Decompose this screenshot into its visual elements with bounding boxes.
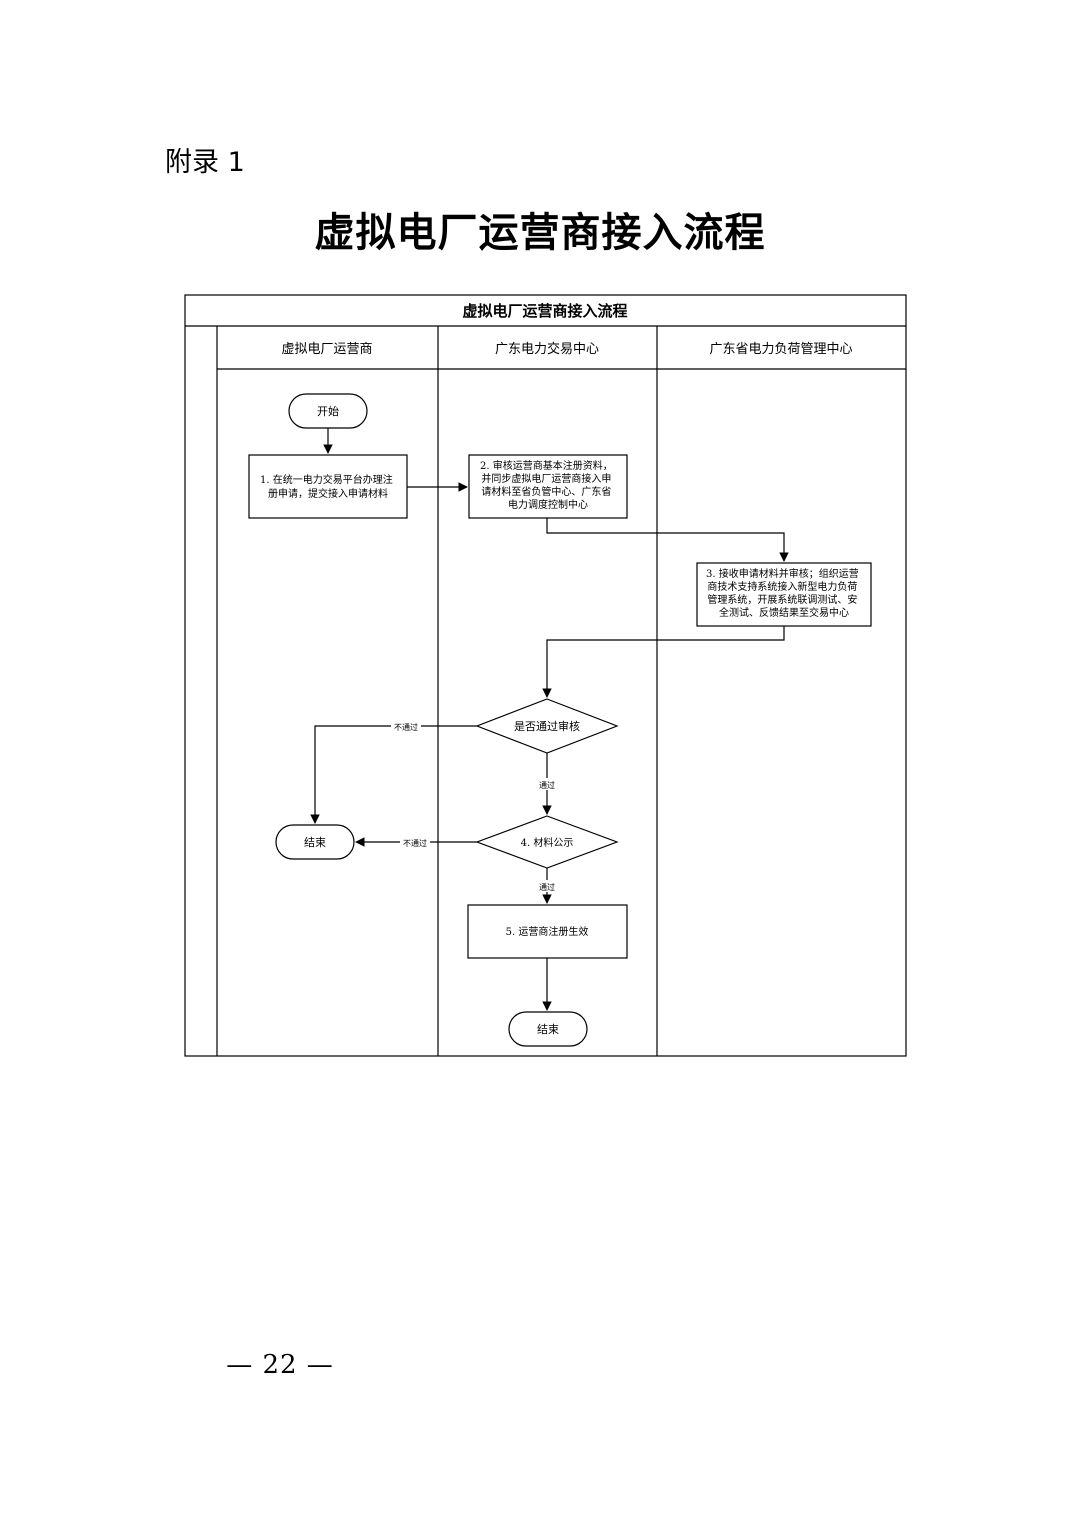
step3-line: 商技术支持系统接入新型电力负荷 [707, 580, 857, 593]
end-terminator-left [275, 824, 355, 860]
lane-title-load-management-center: 广东省电力负荷管理中心 [709, 342, 852, 357]
step3-line: 3. 接收申请材料并审核；组织运营 [706, 567, 859, 580]
step3-line: 管理系统，开展系统联调测试、安 [707, 593, 857, 606]
step3-line: 全测试、反馈结果至交易中心 [719, 606, 849, 619]
decision-publicity-label: 4. 材料公示 [521, 836, 574, 849]
step5-label: 5. 运营商注册生效 [506, 925, 589, 938]
step3-text: 3. 接收申请材料并审核；组织运营 商技术支持系统接入新型电力负荷 管理系统，开… [706, 567, 862, 619]
edge-label-pass-1: 通过 [539, 780, 555, 790]
diagram-frame [184, 294, 907, 1057]
lane-title-trading-center: 广东电力交易中心 [495, 341, 599, 357]
step2-text: 2. 审核运营商基本注册资料， 并同步虚拟电厂运营商接入申 请材料至省负管中心、… [480, 459, 616, 511]
page-number: — 22 — [226, 1350, 334, 1380]
appendix-label: 附录 1 [165, 147, 245, 178]
step2-box [468, 454, 628, 519]
end-left-label: 结束 [304, 836, 326, 849]
edge-label-fail-1: 不通过 [394, 722, 418, 732]
end-terminator-bottom [508, 1011, 588, 1047]
step3-box [696, 562, 872, 627]
edge-step3-to-decision [542, 626, 785, 698]
decision-review-label: 是否通过审核 [514, 719, 580, 733]
step1-line: 1. 在统一电力交易平台办理注 [260, 473, 393, 486]
edge-label-pass-2: 通过 [539, 882, 555, 892]
step2-line: 2. 审核运营商基本注册资料， [480, 459, 613, 472]
edge-decision-fail [310, 725, 477, 824]
start-label: 开始 [317, 404, 339, 418]
step2-line: 请材料至省负管中心、广东省 [481, 485, 611, 498]
page-title: 虚拟电厂运营商接入流程 [314, 209, 766, 256]
step1-text: 1. 在统一电力交易平台办理注 册申请，提交接入申请材料 [260, 473, 396, 500]
step2-line: 并同步虚拟电厂运营商接入申 [481, 472, 611, 485]
edge-label-backing [532, 778, 562, 790]
edge-label-backing [400, 836, 430, 848]
step2-line: 电力调度控制中心 [508, 498, 588, 511]
edge-step2-to-step3 [546, 518, 789, 562]
edge-label-fail-2: 不通过 [403, 838, 427, 848]
lane-title-operator: 虚拟电厂运营商 [281, 342, 372, 357]
step1-line: 册申请，提交接入申请材料 [268, 487, 388, 500]
step1-box [248, 454, 408, 519]
edge-label-backing [532, 880, 562, 892]
end-bottom-label: 结束 [537, 1023, 559, 1036]
edge-label-backing [391, 720, 421, 732]
diagram-header: 虚拟电厂运营商接入流程 [462, 302, 627, 320]
